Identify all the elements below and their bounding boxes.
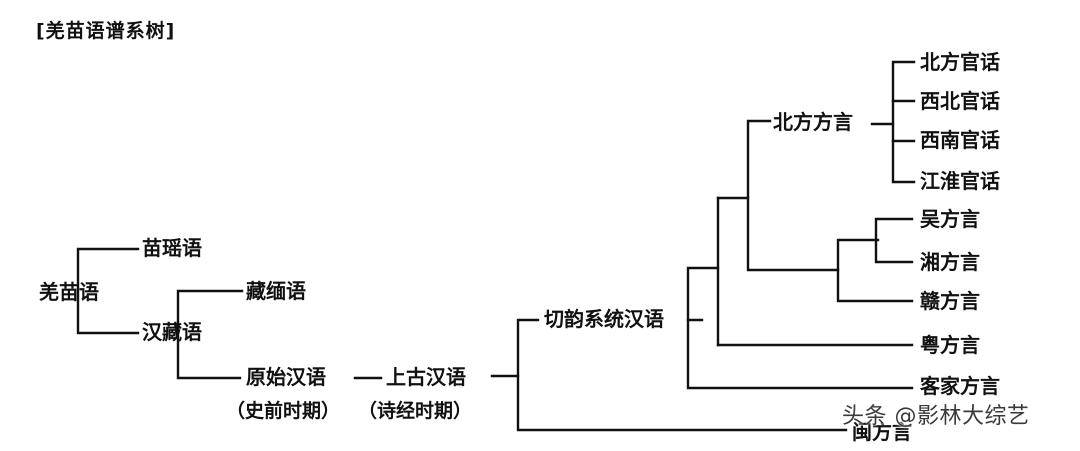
node-beifang: 北方方言 bbox=[773, 110, 853, 134]
connector-qiangmiao bbox=[76, 247, 140, 335]
connector-guanhua bbox=[891, 60, 916, 184]
connector-shanggu-split bbox=[516, 318, 848, 432]
connector-gan bbox=[836, 238, 914, 303]
node-yue: 粤方言 bbox=[920, 333, 980, 357]
node-wu: 吴方言 bbox=[920, 207, 980, 231]
watermark-text: 头条 @影林大综艺 bbox=[842, 404, 1030, 429]
node-zangmian: 藏缅语 bbox=[246, 279, 306, 303]
node-shanggu: 上古汉语 bbox=[386, 365, 466, 389]
node-yuanshi-period: （史前时期） bbox=[226, 400, 341, 422]
node-shanggu-period: （诗经时期） bbox=[358, 400, 473, 422]
connector-wu-xiang bbox=[874, 217, 914, 264]
node-kejia: 客家方言 bbox=[920, 374, 1000, 398]
node-miaoyao: 苗瑶语 bbox=[142, 236, 202, 260]
node-xibei-guanhua: 西北官话 bbox=[920, 89, 1000, 113]
connector-zangmian bbox=[176, 289, 244, 380]
node-yuanshi: 原始汉语 bbox=[246, 365, 326, 389]
node-hanzang: 汉藏语 bbox=[142, 320, 202, 344]
diagram-title: [羌苗语谱系树] bbox=[36, 20, 176, 42]
node-qieyun: 切韵系统汉语 bbox=[544, 307, 664, 331]
node-xiang: 湘方言 bbox=[920, 250, 980, 274]
node-gan: 赣方言 bbox=[920, 289, 980, 313]
node-minfang: 闽方言 bbox=[852, 420, 912, 444]
connector-north-south bbox=[746, 119, 840, 272]
node-jianghuai-guanhua: 江淮官话 bbox=[920, 169, 1000, 193]
node-beifang-guanhua: 北方官话 bbox=[920, 50, 1000, 74]
node-qiangmiao: 羌苗语 bbox=[39, 280, 99, 304]
connector-qieyun-split bbox=[686, 196, 914, 390]
node-xinan-guanhua: 西南官话 bbox=[920, 128, 1000, 152]
